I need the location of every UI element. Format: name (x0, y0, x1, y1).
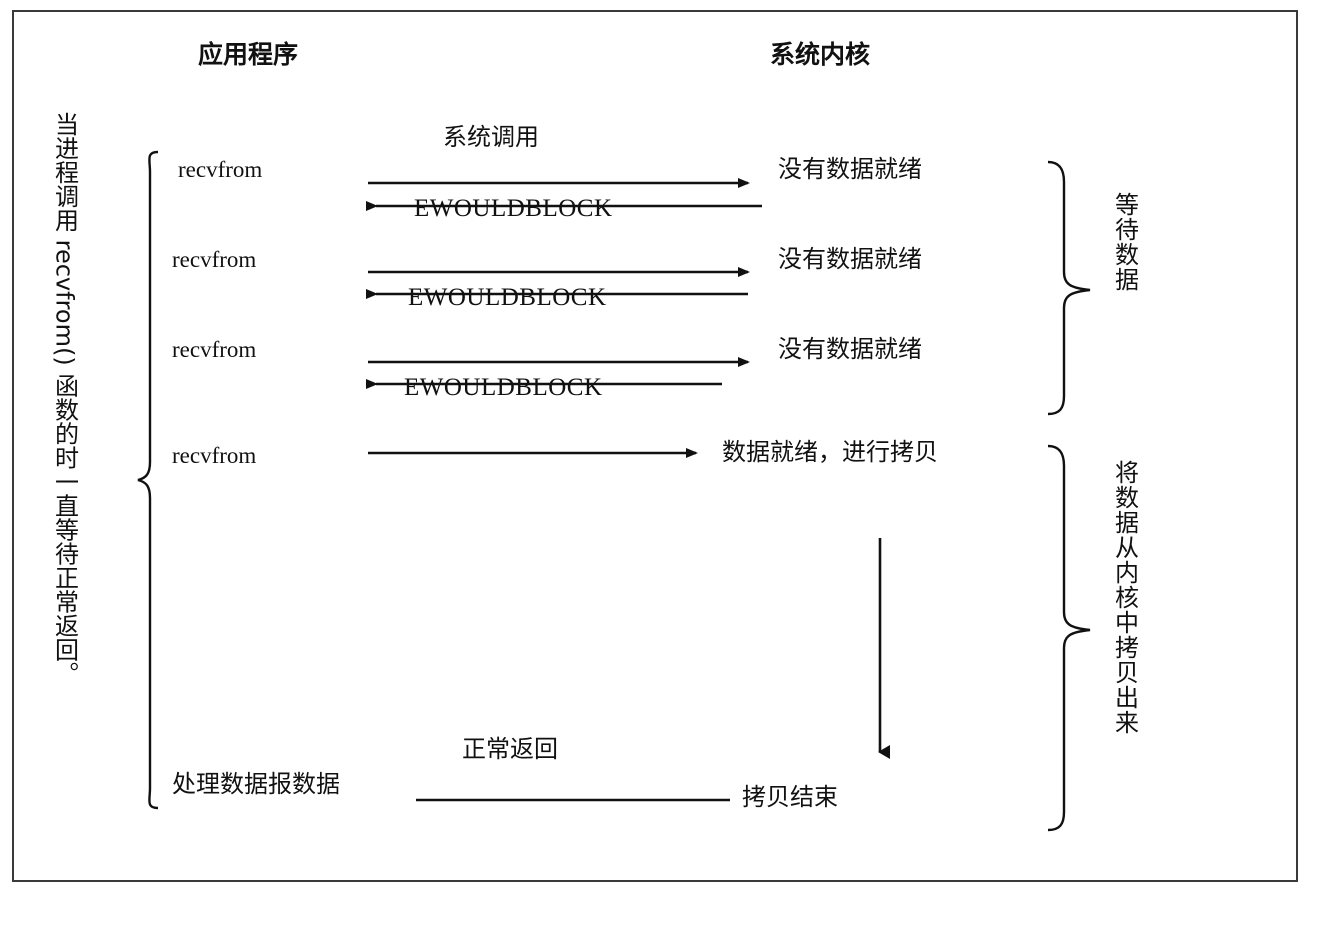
bottom-kernel-label: 拷贝结束 (742, 783, 838, 811)
column-heading-kernel: 系统内核 (770, 40, 871, 69)
call-label-recvfrom-2: recvfrom (172, 247, 257, 272)
kernel-state-label-1: 没有数据就绪 (778, 155, 922, 183)
right-note-waiting-for-data: 等待数据 (1110, 192, 1139, 292)
call-label-recvfrom-4: recvfrom (172, 443, 257, 468)
left-side-note: 当进程调用 recvfrom() 函数的时一直等待正常返回。 (50, 112, 79, 686)
ewouldblock-label-1: EWOULDBLOCK (414, 195, 613, 222)
kernel-state-label-2: 没有数据就绪 (778, 245, 922, 273)
ewouldblock-label-3: EWOULDBLOCK (404, 374, 603, 401)
syscall-label: 系统调用 (443, 123, 539, 151)
column-heading-application: 应用程序 (198, 40, 299, 69)
call-label-recvfrom-1: recvfrom (178, 157, 263, 182)
right-note-copy-from-kernel: 将数据从内核中拷贝出来 (1110, 460, 1139, 735)
call-label-recvfrom-3: recvfrom (172, 337, 257, 362)
kernel-state-label-4: 数据就绪，进行拷贝 (722, 438, 938, 466)
bottom-application-label: 处理数据报数据 (172, 770, 340, 798)
ewouldblock-label-2: EWOULDBLOCK (408, 284, 607, 311)
kernel-state-label-3: 没有数据就绪 (778, 335, 922, 363)
bottom-return-label: 正常返回 (462, 735, 558, 763)
